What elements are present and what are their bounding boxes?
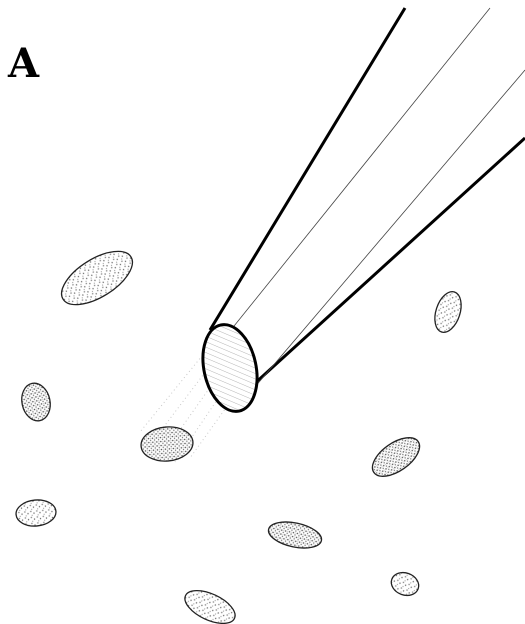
pipette-inner-wall-bottom bbox=[254, 70, 525, 388]
cell bbox=[53, 241, 141, 316]
pipette-outer-wall-bottom bbox=[242, 138, 525, 395]
cell bbox=[180, 584, 240, 624]
micropipette-tip bbox=[195, 8, 525, 416]
cell bbox=[18, 381, 53, 424]
cell bbox=[266, 518, 324, 553]
pipette-inner-wall-top bbox=[226, 8, 490, 336]
cell bbox=[15, 498, 57, 527]
pipette-outer-wall-top bbox=[210, 8, 405, 330]
cells bbox=[15, 241, 466, 624]
cell bbox=[366, 430, 426, 484]
cell bbox=[430, 288, 466, 335]
pipette-opening bbox=[195, 320, 264, 417]
cell bbox=[388, 569, 422, 599]
cell bbox=[140, 425, 195, 463]
